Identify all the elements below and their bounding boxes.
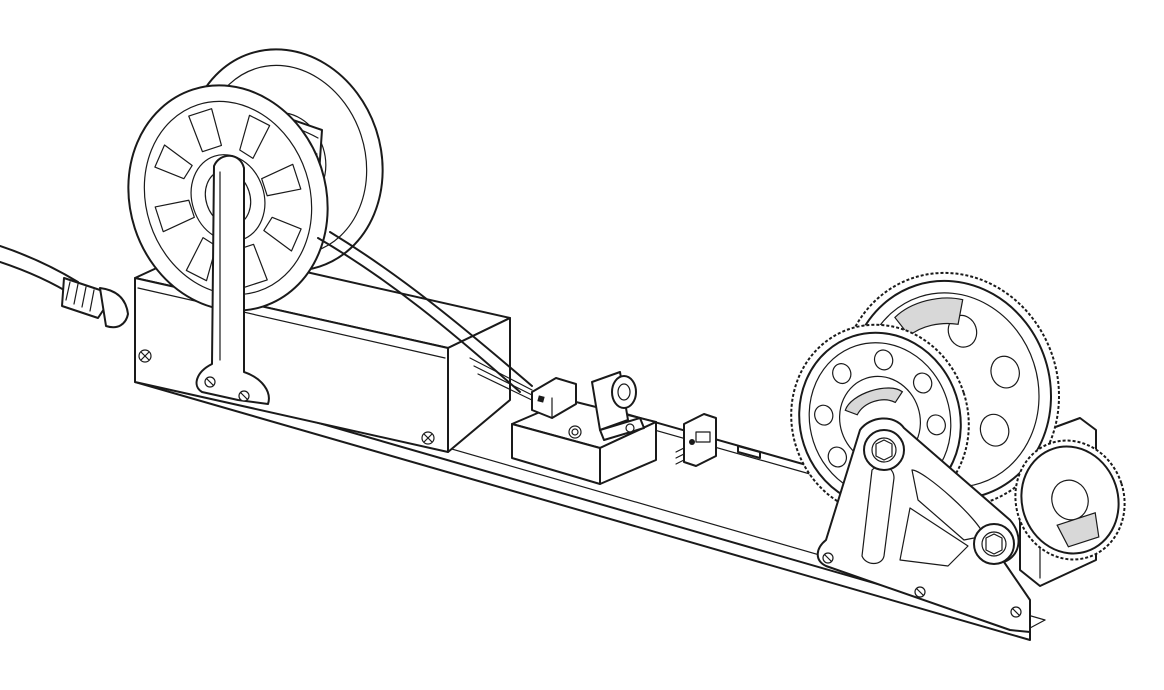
screw-icon bbox=[138, 349, 152, 363]
small-gear bbox=[1014, 439, 1126, 561]
screw-icon bbox=[914, 586, 926, 598]
screw-icon bbox=[421, 431, 435, 445]
screw-icon bbox=[238, 390, 250, 402]
screw-icon bbox=[822, 552, 834, 564]
cable-plug bbox=[99, 287, 129, 329]
screw-icon bbox=[568, 425, 582, 439]
filament-spool bbox=[127, 48, 384, 405]
power-cable bbox=[0, 245, 129, 329]
sensor-mount-block bbox=[511, 399, 657, 485]
gearbox-side-plate bbox=[816, 417, 1031, 633]
bearing-nut-icon bbox=[863, 429, 905, 471]
spool-stand-arm bbox=[195, 154, 270, 405]
cable-connector bbox=[531, 377, 577, 419]
endstop-switch bbox=[675, 413, 761, 467]
gearbox-assembly bbox=[790, 271, 1126, 633]
screw-icon bbox=[1010, 606, 1022, 618]
bearing-nut-icon bbox=[973, 523, 1015, 565]
bearing-bracket bbox=[591, 371, 645, 441]
screw-icon bbox=[204, 376, 216, 388]
